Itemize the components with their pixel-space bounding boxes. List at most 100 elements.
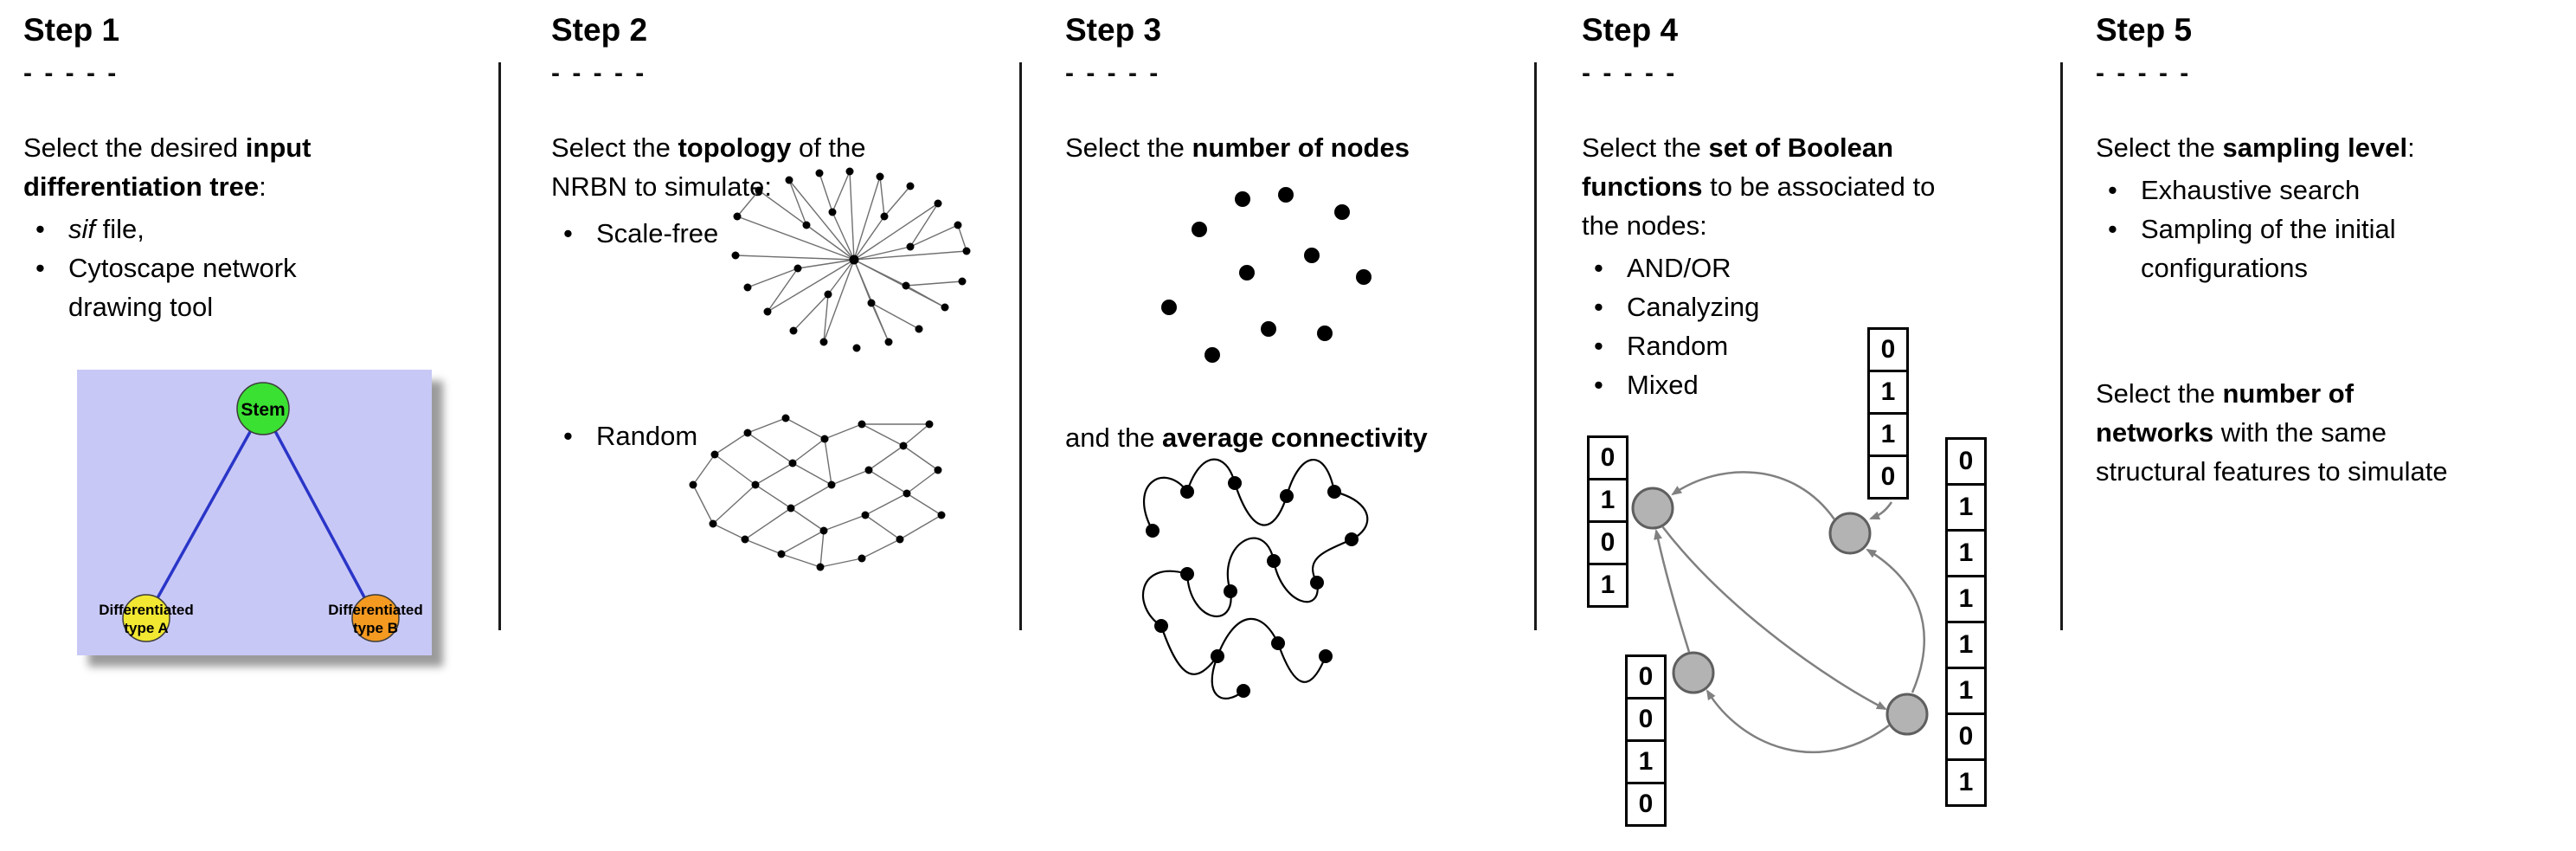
network-arrows (1654, 471, 1925, 754)
list-item: • sif file, (23, 210, 498, 248)
truth-table-cell: 1 (1945, 758, 1987, 807)
type-a-label-line2: type A (124, 620, 168, 636)
truth-table-cell: 0 (1867, 455, 1909, 500)
truth-table-cell: 0 (1625, 654, 1667, 699)
random-network-nodes (689, 414, 946, 571)
bullet-dot: • (1594, 292, 1603, 322)
truth-table-bottom: 0 0 1 0 (1625, 654, 1667, 827)
network-node-a (1631, 487, 1674, 530)
step-3-caption-connectivity: and the average connectivity (1065, 422, 1428, 453)
step-2-title: Step 2 (551, 12, 648, 48)
step-4-column: Step 4 - - - - - Select the set of Boole… (1582, 0, 2053, 851)
truth-table-cell: 0 (1945, 712, 1987, 761)
bullet-text-and-or: AND/OR (1627, 253, 1731, 283)
truth-table-right: 0 1 1 1 1 1 0 1 (1945, 437, 1987, 807)
type-b-label-line1: Differentiated (328, 602, 423, 618)
list-item: • Exhaustive search (2096, 171, 2567, 210)
list-item: • Random (551, 416, 915, 455)
bullet-dot: • (1594, 370, 1603, 400)
tree-edge-left (145, 408, 265, 619)
bullet-dot: • (1594, 253, 1603, 283)
column-divider (2060, 62, 2063, 630)
step-5-intro: Select the sampling level: (2096, 132, 2415, 163)
truth-table-cell: 1 (1867, 412, 1909, 457)
bullet-text-exhaustive: Exhaustive search (2141, 175, 2361, 205)
list-item: • Mixed (1582, 365, 2053, 404)
stem-label: Stem (241, 400, 285, 420)
connectivity-curved-edges (1141, 458, 1369, 699)
column-divider (1534, 62, 1537, 630)
truth-table-cell: 1 (1945, 575, 1987, 623)
random-network-graphic (689, 414, 946, 571)
bullet-dot: • (2108, 175, 2117, 205)
truth-table-cell: 0 (1625, 782, 1667, 827)
step-5-title: Step 5 (2096, 12, 2193, 48)
average-connectivity-graphic (1141, 458, 1369, 699)
bullet-text-scale-free: Scale-free (596, 218, 719, 248)
boolean-network-diagram: 0 1 1 0 0 1 0 1 0 0 1 0 0 1 1 1 (1582, 327, 2053, 851)
truth-table-cell: 1 (1945, 483, 1987, 532)
truth-table-cell: 1 (1945, 529, 1987, 577)
scale-free-nodes (731, 167, 971, 352)
tree-edge-right (261, 408, 377, 619)
random-network-edges (692, 417, 942, 568)
node-dots (1161, 187, 1372, 363)
list-item: • Canalyzing (1582, 287, 2053, 326)
scale-free-edges (735, 171, 967, 343)
bullet-text-sif-file: sif file, (68, 214, 145, 244)
column-divider (1019, 62, 1022, 630)
truth-table-cell: 1 (1867, 370, 1909, 415)
truth-table-cell: 1 (1587, 478, 1628, 523)
stem-node (236, 382, 290, 435)
truth-table-cell: 1 (1945, 621, 1987, 669)
bullet-dot: • (35, 214, 45, 244)
step-1-title: Step 1 (23, 12, 120, 48)
bullet-text-random-functions: Random (1627, 331, 1729, 361)
step-2-dashes: - - - - - (551, 59, 647, 87)
truth-table-cell: 0 (1867, 327, 1909, 372)
bullet-text-canalyzing: Canalyzing (1627, 292, 1760, 322)
step-3-column: Step 3 - - - - - Select the number of no… (1065, 0, 1532, 851)
connectivity-nodes (1146, 476, 1359, 698)
step-4-title: Step 4 (1582, 12, 1679, 48)
network-node-b (1828, 512, 1872, 555)
list-item: • Scale-free (551, 214, 915, 253)
nodes-dots-graphic (1161, 187, 1372, 363)
step-1-dashes: - - - - - (23, 59, 119, 87)
step-3-intro: Select the number of nodes (1065, 132, 1410, 163)
bullet-dot: • (563, 421, 573, 451)
bullet-text-mixed: Mixed (1627, 370, 1699, 400)
bullet-dot: • (2108, 214, 2117, 244)
scale-free-network-graphic (731, 167, 971, 352)
column-divider (498, 62, 501, 630)
step-4-bullet-list: • AND/OR • Canalyzing • Random • Mixed (1582, 248, 2053, 404)
step-5-bullet-list: • Exhaustive search • Sampling of the in… (2096, 171, 2567, 287)
step-2-column: Step 2 - - - - - Select the topology of … (551, 0, 1018, 851)
truth-table-cell: 0 (1945, 437, 1987, 486)
bullet-dot: • (563, 218, 573, 248)
bullet-dot: • (1594, 331, 1603, 361)
truth-table-cell: 1 (1945, 667, 1987, 715)
step-4-dashes: - - - - - (1582, 59, 1678, 87)
differentiated-type-b-node (351, 594, 400, 642)
bullet-text-random: Random (596, 421, 698, 451)
truth-table-cell: 1 (1587, 563, 1628, 608)
step-1-column: Step 1 - - - - - Select the desired inpu… (23, 0, 498, 851)
type-b-label-line2: type B (353, 620, 398, 636)
differentiation-tree-figure: Stem Differentiated type A Differentiate… (77, 370, 432, 655)
step-5-dashes: - - - - - (2096, 59, 2192, 87)
differentiated-type-a-node (122, 594, 170, 642)
boolean-network-graphic (1631, 471, 1929, 754)
differentiation-tree-graphic: Stem Differentiated type A Differentiate… (99, 382, 423, 642)
truth-table-top: 0 1 1 0 (1867, 327, 1909, 500)
network-node-d (1885, 693, 1929, 736)
network-node-c (1672, 651, 1715, 694)
